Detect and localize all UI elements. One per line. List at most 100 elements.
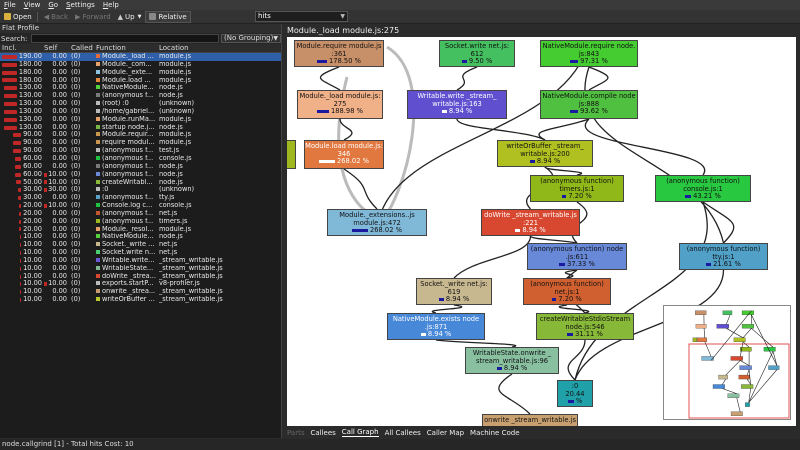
menu-item-0[interactable]: File — [4, 1, 16, 9]
node-location: .js:871 — [424, 322, 448, 331]
graph-node-left[interactable] — [287, 140, 296, 169]
menu-item-2[interactable]: Go — [48, 1, 59, 9]
col-function[interactable]: Function — [96, 44, 126, 52]
back-button[interactable]: ◀Back — [43, 12, 69, 21]
graph-minimap[interactable] — [663, 305, 791, 420]
called-cell: (0) — [71, 280, 81, 288]
tab-parts[interactable]: Parts — [287, 428, 305, 437]
tab-call-graph[interactable]: Call Graph — [341, 428, 379, 437]
function-cell: (anonymous f... — [96, 171, 159, 179]
forward-button[interactable]: ▶Forward — [75, 12, 111, 21]
grouping-select[interactable]: (No Grouping)▼ — [221, 34, 281, 43]
col-self[interactable]: Self — [44, 44, 58, 52]
search-input[interactable] — [31, 34, 219, 43]
tab-callees[interactable]: Callees — [310, 428, 336, 437]
open-button[interactable]: Open — [1, 11, 35, 23]
col-incl[interactable]: Incl. — [2, 44, 17, 52]
called-cell: (0) — [71, 107, 81, 115]
tab-all-callees[interactable]: All Callees — [384, 428, 421, 437]
chevron-down-icon: ▼ — [340, 13, 345, 20]
graph-node-wso[interactable]: WritableState.onwrite _stream_writable.j… — [465, 347, 559, 374]
node-cost: 188.98 % — [298, 107, 382, 116]
called-cell: (0) — [71, 68, 81, 76]
color-swatch — [96, 273, 100, 278]
menu-item-3[interactable]: Settings — [66, 1, 95, 9]
tab-caller-map[interactable]: Caller Map — [426, 428, 465, 437]
location-cell: net.js — [159, 209, 178, 217]
col-location[interactable]: Location — [159, 44, 189, 52]
graph-node-onw[interactable]: onwrite _stream_writable.js — [482, 414, 578, 426]
col-called[interactable]: Called — [71, 44, 93, 52]
called-cell: (0) — [71, 154, 81, 162]
up-button[interactable]: ▲Up▼ — [117, 12, 142, 21]
function-cell: Module.runMa... — [96, 116, 159, 124]
node-location: writable.js:200 — [520, 149, 570, 158]
relative-toggle[interactable]: Relative — [145, 10, 191, 23]
minimap-node — [768, 365, 780, 370]
self-cell: 0.00 — [52, 68, 67, 76]
minimap-canvas — [688, 310, 790, 419]
cost-bar — [438, 297, 444, 301]
event-type-select[interactable]: hits▼ — [255, 11, 348, 22]
menu-item-1[interactable]: View — [23, 1, 41, 9]
menu-item-4[interactable]: Help — [102, 1, 119, 9]
called-cell: (0) — [71, 249, 81, 257]
graph-edge — [584, 118, 706, 176]
incl-cell: 30.00 — [0, 186, 44, 194]
minimap-edge — [704, 341, 712, 357]
tab-machine-code[interactable]: Machine Code — [470, 428, 520, 437]
